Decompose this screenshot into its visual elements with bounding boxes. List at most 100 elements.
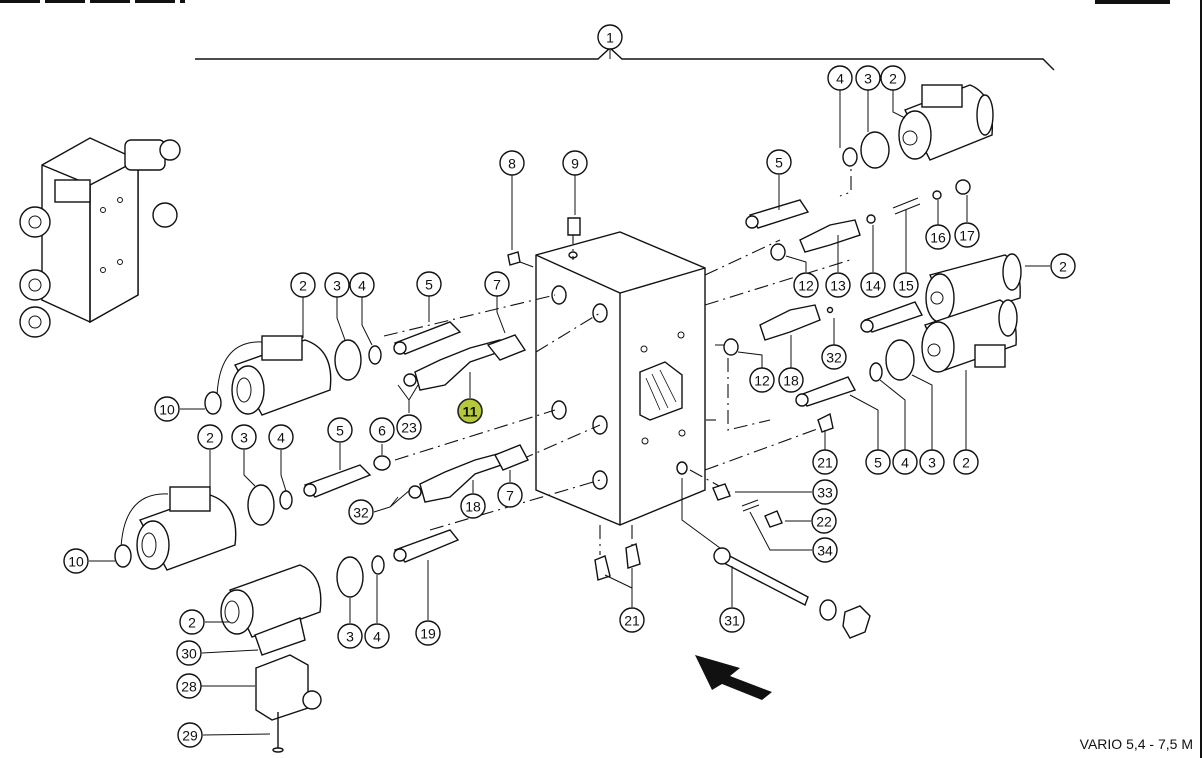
leader-lines (89, 49, 1050, 736)
callout-5[interactable]: 5 (766, 149, 792, 175)
callout-circle (825, 272, 851, 298)
callout-number: 2 (299, 278, 307, 294)
callout-1[interactable]: 1 (597, 24, 623, 50)
callout-3[interactable]: 3 (919, 449, 945, 475)
callout-3[interactable]: 3 (337, 623, 363, 649)
callout-circle (396, 414, 422, 440)
callout-number: 1 (606, 30, 614, 46)
callout-circle (348, 499, 374, 525)
callout-circle (562, 150, 588, 176)
callout-21[interactable]: 21 (812, 449, 838, 475)
callout-4[interactable]: 4 (364, 623, 390, 649)
callout-7[interactable]: 7 (484, 271, 510, 297)
callout-circle (880, 65, 906, 91)
callout-13[interactable]: 13 (825, 272, 851, 298)
callout-number: 22 (816, 514, 832, 530)
callout-30[interactable]: 30 (176, 640, 202, 666)
callout-9[interactable]: 9 (562, 150, 588, 176)
callout-14[interactable]: 14 (860, 272, 886, 298)
callout-8[interactable]: 8 (499, 150, 525, 176)
callout-5[interactable]: 5 (865, 449, 891, 475)
callout-5[interactable]: 5 (416, 271, 442, 297)
callout-number: 3 (346, 629, 354, 645)
callout-12[interactable]: 12 (793, 272, 819, 298)
callout-6[interactable]: 6 (369, 417, 395, 443)
assembly-bracket (195, 47, 1055, 71)
callout-circle (63, 548, 89, 574)
callout-number: 3 (928, 455, 936, 471)
callout-21[interactable]: 21 (619, 607, 645, 633)
callout-number: 2 (206, 430, 214, 446)
callout-18[interactable]: 18 (778, 367, 804, 393)
callout-5[interactable]: 5 (327, 417, 353, 443)
callout-circle (484, 271, 510, 297)
callout-2[interactable]: 2 (179, 609, 205, 635)
callout-circle (812, 449, 838, 475)
callout-number: 34 (817, 543, 833, 559)
callout-28[interactable]: 28 (176, 673, 202, 699)
callout-18[interactable]: 18 (460, 493, 486, 519)
callout-number: 5 (336, 423, 344, 439)
callout-4[interactable]: 4 (349, 272, 375, 298)
callout-2[interactable]: 2 (880, 65, 906, 91)
callout-circle (827, 65, 853, 91)
callout-3[interactable]: 3 (231, 424, 257, 450)
callout-circle (177, 722, 203, 748)
callout-29[interactable]: 29 (177, 722, 203, 748)
callout-number: 15 (898, 278, 914, 294)
callout-number: 5 (775, 155, 783, 171)
callout-4[interactable]: 4 (268, 424, 294, 450)
callout-17[interactable]: 17 (954, 222, 980, 248)
callout-number: 11 (463, 404, 478, 420)
callout-number: 3 (864, 71, 872, 87)
callout-number: 9 (571, 156, 579, 172)
callout-number: 12 (798, 278, 814, 294)
callout-32[interactable]: 32 (821, 344, 847, 370)
callout-number: 14 (865, 278, 881, 294)
callout-2[interactable]: 2 (953, 449, 979, 475)
callout-4[interactable]: 4 (892, 449, 918, 475)
callout-10[interactable]: 10 (63, 548, 89, 574)
callout-2[interactable]: 2 (290, 272, 316, 298)
callout-31[interactable]: 31 (719, 607, 745, 633)
callout-number: 10 (68, 554, 84, 570)
callout-number: 3 (333, 278, 341, 294)
page-header-rule (0, 0, 185, 3)
callout-number: 30 (181, 646, 197, 662)
callout-3[interactable]: 3 (855, 65, 881, 91)
callout-circle (154, 396, 180, 422)
callout-circle (197, 424, 223, 450)
callout-2[interactable]: 2 (1050, 253, 1076, 279)
callout-number: 19 (420, 626, 436, 642)
solenoid-coil-top-right (898, 84, 994, 161)
callout-number: 32 (353, 505, 369, 521)
callout-circle (324, 272, 350, 298)
callout-7[interactable]: 7 (497, 482, 523, 508)
callout-3[interactable]: 3 (324, 272, 350, 298)
callout-19[interactable]: 19 (415, 620, 441, 646)
callout-2[interactable]: 2 (197, 424, 223, 450)
callout-circle (812, 479, 838, 505)
callout-33[interactable]: 33 (812, 479, 838, 505)
assembled-valve-thumbnail (19, 137, 181, 338)
callout-23[interactable]: 23 (396, 414, 422, 440)
callout-number: 33 (817, 485, 833, 501)
page-number-fragment (1095, 0, 1170, 4)
callout-15[interactable]: 15 (893, 272, 919, 298)
callout-circle (811, 508, 837, 534)
callout-number: 2 (188, 615, 196, 631)
callout-circle (812, 537, 838, 563)
callout-4[interactable]: 4 (827, 65, 853, 91)
callout-34[interactable]: 34 (812, 537, 838, 563)
callout-32[interactable]: 32 (348, 499, 374, 525)
callout-22[interactable]: 22 (811, 508, 837, 534)
callout-16[interactable]: 16 (925, 224, 951, 250)
callout-10[interactable]: 10 (154, 396, 180, 422)
callout-number: 4 (358, 278, 366, 294)
callout-circle (893, 272, 919, 298)
callout-number: 12 (754, 373, 770, 389)
callout-12[interactable]: 12 (749, 367, 775, 393)
callout-11[interactable]: 11 (457, 398, 483, 424)
callout-circle (415, 620, 441, 646)
